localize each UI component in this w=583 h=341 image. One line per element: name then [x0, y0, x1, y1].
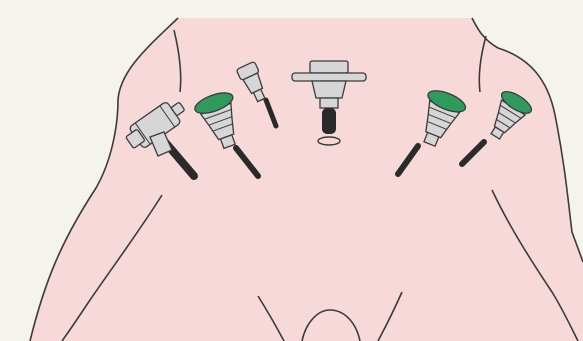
trocar-flange	[292, 73, 366, 81]
cannula-shaft	[322, 108, 336, 134]
trocar-cap	[310, 61, 348, 73]
trocar-housing	[312, 81, 346, 98]
